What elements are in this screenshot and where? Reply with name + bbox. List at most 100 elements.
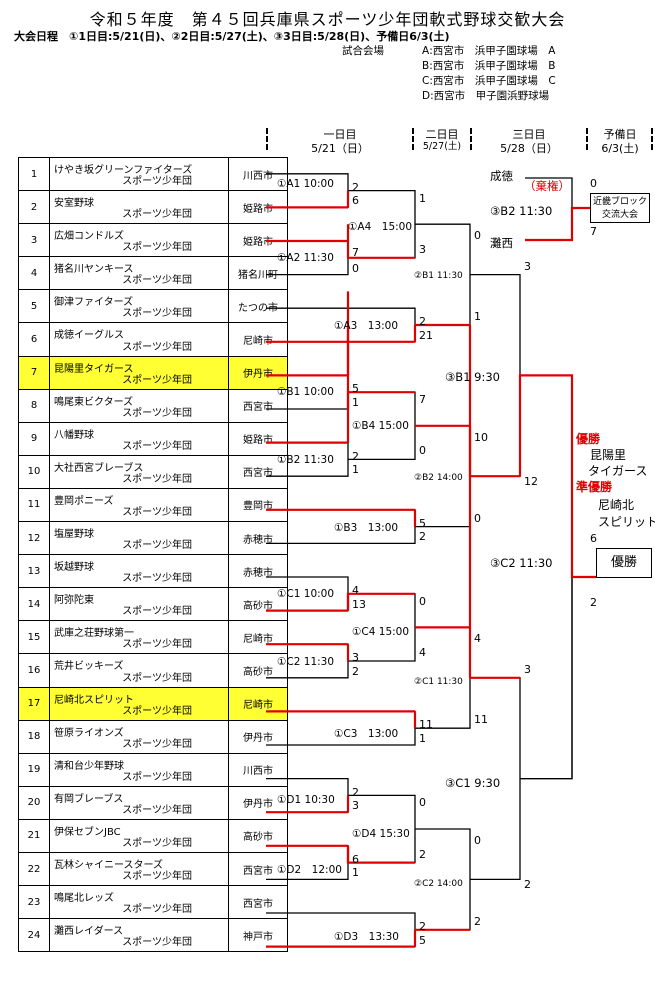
score: 1 [352,463,359,477]
champion-box: 優勝 [596,548,652,578]
score: 11 [419,718,433,732]
team-city: 伊丹市 [228,719,288,754]
score: 0 [419,796,426,810]
score: 1 [474,310,481,323]
game-label-c3: ①C3 13:00 [334,728,399,740]
runner-label: 準優勝 [576,480,613,494]
team-suffix: スポーツ少年団 [122,606,192,618]
score: 0 [474,229,481,243]
score: 6 [352,852,359,866]
score: 2 [524,878,531,892]
schedule-line: 大会日程 ①1日目:5/21(日)、②2日目:5/27(土)、③3日目:5/28… [14,30,450,43]
team-number: 2 [18,190,50,225]
team-suffix: スポーツ少年団 [122,209,192,221]
team-name: 猪名川ヤンキース [54,264,134,276]
score: 1 [419,732,426,745]
team-city: たつの市 [228,289,288,324]
page-title: 令和５年度 第４５回兵庫県スポーツ少年団軟式野球交歓大会 [89,10,566,29]
team-suffix: スポーツ少年団 [122,705,192,717]
day-divider [470,128,472,150]
team-suffix: スポーツ少年団 [122,275,192,287]
score: 2 [352,449,359,463]
team-name: 坂越野球 [54,562,94,574]
team-suffix: スポーツ少年団 [122,771,192,783]
game-label-d3: ①D3 13:30 [334,931,399,943]
venue-code: D [422,90,431,102]
team-name-cell: 安室野球スポーツ少年団 [49,190,229,225]
team-suffix: スポーツ少年団 [122,639,192,651]
game-label-b4: ①B4 15:00 [352,420,409,432]
team-suffix: スポーツ少年団 [122,738,192,750]
game-label-r2b1: ②B1 11:30 [414,271,463,281]
team-name: 成徳イーグルス [54,330,124,342]
day-date: 5/28（日） [500,142,558,155]
team-city: 赤穂市 [228,554,288,589]
score: 10 [474,430,488,444]
team-city: 尼崎市 [228,686,288,721]
team-name: けやき坂グリーンファイターズ [54,165,193,176]
game-label-third: ③B2 11:30 [490,204,553,218]
game-label-d4: ①D4 15:30 [352,828,410,840]
winner-line [346,241,415,259]
team-number: 6 [18,322,50,357]
team-suffix: スポーツ少年団 [122,473,192,485]
team-name: 灘西レイダース [54,926,124,938]
venue-place: :西宮市 浜甲子園球場 A [429,45,556,57]
score: 5 [419,933,426,947]
team-city: 伊丹市 [228,785,288,820]
score: 0 [352,261,359,275]
winner-line [525,206,590,242]
team-suffix: スポーツ少年団 [122,308,192,320]
score: 21 [419,328,433,342]
team-name: 大社西宮ブレーブス [54,462,144,474]
team-suffix: スポーツ少年団 [122,804,192,816]
score: 5 [419,516,426,530]
team-name: 広畑コンドルズ [54,231,124,243]
team-number: 8 [18,388,50,423]
day-date: 5/21（日） [311,142,369,155]
team-city: 猪名川町 [228,256,288,291]
score: 7 [419,393,426,407]
score: 3 [419,242,426,256]
team-suffix: スポーツ少年団 [122,507,192,519]
team-number: 9 [18,421,50,456]
game-label-b1: ①B1 10:00 [277,386,334,398]
match-bracket [520,374,573,780]
team-number: 24 [18,918,50,953]
team-city: 尼崎市 [228,322,288,357]
score: 2 [419,920,426,933]
kinki-box-line: 近畿ブロック [592,197,647,207]
score: 2 [419,847,426,861]
team-name: 八幡野球 [54,429,94,441]
team-city: 姫路市 [228,421,288,456]
game-label-a3: ①A3 13:00 [334,320,399,332]
score: 0 [419,444,426,458]
champion-label: 優勝 [576,432,601,446]
game-label-r3b1: ③B1 9:30 [445,370,500,384]
day-header-1: 一日目 5/21（日） [270,128,410,156]
team-name-cell: 御津ファイターズスポーツ少年団 [49,289,229,324]
day-date: 6/3(土) [601,142,639,155]
game-label-r3c1: ③C1 9:30 [445,776,501,790]
venue-place: :西宮市 浜甲子園球場 C [429,75,556,87]
runner-name: 尼崎北 [598,498,635,512]
venue-code: B [422,60,430,72]
score: 7 [590,225,597,238]
score: 2 [590,595,597,609]
score: 2 [352,180,359,194]
team-name-cell: けやき坂グリーンファイターズスポーツ少年団 [49,156,229,192]
team-name-cell: 尼崎北スピリットスポーツ少年団 [49,686,229,721]
game-label-r2c2: ②C2 14:00 [414,879,463,889]
score: 4 [419,646,426,659]
venue-place: :西宮市 浜甲子園球場 B [429,60,556,72]
team-name: 豊岡ポニーズ [54,495,114,507]
winner-line [518,374,596,579]
